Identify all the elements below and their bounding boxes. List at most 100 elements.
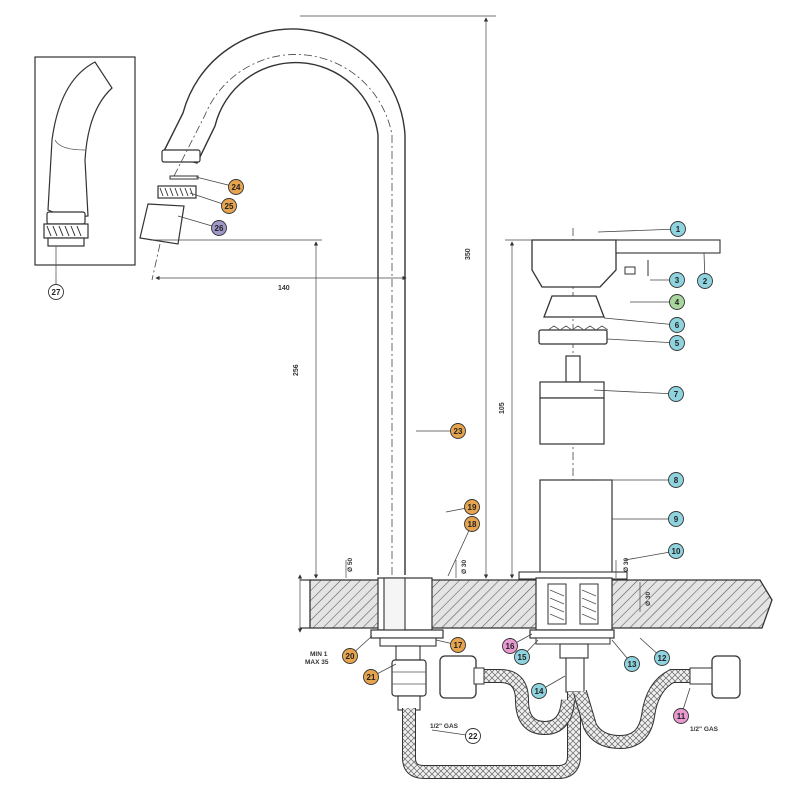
- callout-13: 13: [624, 656, 640, 672]
- label-gas-right: 1/2" GAS: [690, 726, 719, 733]
- callout-25: 25: [221, 198, 237, 214]
- dim-spout-reach: 140: [278, 285, 290, 292]
- callout-circle: [211, 220, 227, 236]
- dim-outlet-height: 256: [293, 364, 300, 376]
- callout-label: 15: [518, 653, 527, 662]
- callout-5: 5: [669, 335, 685, 351]
- spout-lock-nut: [391, 659, 427, 697]
- inset-aerator: [43, 211, 89, 247]
- handle-ring: [538, 329, 608, 345]
- callout-2: 2: [697, 273, 713, 289]
- callout-label: 6: [675, 321, 680, 330]
- callout-label: 9: [674, 515, 679, 524]
- countertop: [300, 577, 773, 639]
- part-callouts: 1234567891011121314151617181920212223242…: [48, 179, 713, 744]
- label-gas-left: 1/2" GAS: [430, 723, 459, 730]
- callout-label: 8: [674, 476, 679, 485]
- spout: [161, 28, 406, 575]
- callout-20: 20: [342, 648, 358, 664]
- callout-label: 4: [675, 298, 680, 307]
- callout-circle: [514, 649, 530, 665]
- callout-label: 24: [232, 183, 241, 192]
- callout-circle: [502, 638, 518, 654]
- callout-circle: [669, 317, 685, 333]
- handle-hole: [535, 577, 613, 631]
- callout-circle: [531, 683, 547, 699]
- callout-circle: [363, 669, 379, 685]
- callout-16: 16: [502, 638, 518, 654]
- callout-4: 4: [669, 294, 685, 310]
- handle-cap: [543, 295, 605, 318]
- dim-deck-max: MAX 35: [305, 659, 329, 666]
- callout-label: 12: [658, 654, 667, 663]
- callout-circle: [450, 637, 466, 653]
- callout-label: 25: [225, 202, 234, 211]
- callout-label: 2: [703, 277, 708, 286]
- spout-body: [161, 28, 406, 575]
- leader-5: [606, 338, 678, 344]
- callout-19: 19: [464, 499, 480, 515]
- callout-circle: [669, 294, 685, 310]
- callout-circle: [464, 516, 480, 532]
- callout-circle: [221, 198, 237, 214]
- callout-label: 7: [674, 390, 679, 399]
- leader-1: [597, 228, 679, 233]
- leader-7: [593, 389, 677, 395]
- callout-label: 13: [628, 660, 637, 669]
- callout-23: 23: [450, 423, 466, 439]
- dimension-lines: [150, 15, 641, 633]
- callout-label: 5: [675, 339, 680, 348]
- callout-label: 26: [215, 224, 224, 233]
- callout-circle: [673, 708, 689, 724]
- callout-24: 24: [228, 179, 244, 195]
- handle-arm: [615, 239, 721, 254]
- spout-outlet: [161, 149, 201, 163]
- braided-hoses: [402, 655, 741, 779]
- callout-circle: [670, 221, 686, 237]
- callout-15: 15: [514, 649, 530, 665]
- callout-circle: [450, 423, 466, 439]
- handle-assembly: [518, 228, 721, 580]
- callout-10: 10: [668, 543, 684, 559]
- dim-clearance-b: Ø 30: [461, 560, 468, 574]
- callout-label: 16: [506, 642, 515, 651]
- cartridge: [539, 397, 605, 445]
- callout-circle: [624, 656, 640, 672]
- hose-main: [403, 692, 580, 778]
- callout-label: 22: [469, 732, 478, 741]
- callout-circle: [697, 273, 713, 289]
- callout-18: 18: [464, 516, 480, 532]
- callout-circle: [668, 472, 684, 488]
- callout-17: 17: [450, 637, 466, 653]
- callout-label: 11: [677, 712, 686, 721]
- dim-total-height: 350: [465, 248, 472, 260]
- dimension-texts: 350 256 140 105 Ø 50 Ø 30 Ø 30 Ø 30 MIN …: [278, 248, 719, 733]
- callout-label: 10: [672, 547, 681, 556]
- callout-circle: [668, 386, 684, 402]
- callout-circle: [342, 648, 358, 664]
- callout-circle: [669, 272, 685, 288]
- callout-circle: [654, 650, 670, 666]
- dim-handle-base: Ø 30: [623, 558, 630, 572]
- callout-circle: [669, 335, 685, 351]
- connector-left: [439, 655, 477, 699]
- handle-tail: [565, 657, 585, 693]
- hose-right: [574, 670, 690, 749]
- callout-9: 9: [668, 511, 684, 527]
- callout-label: 17: [454, 641, 463, 650]
- callout-22: 22: [465, 728, 481, 744]
- callout-label: 20: [346, 652, 355, 661]
- callout-21: 21: [363, 669, 379, 685]
- callout-3: 3: [669, 272, 685, 288]
- inset-detail: [34, 56, 136, 284]
- callout-26: 26: [211, 220, 227, 236]
- callout-label: 3: [675, 276, 680, 285]
- callout-label: 23: [454, 427, 463, 436]
- callout-27: 27: [48, 284, 64, 300]
- callout-circle: [465, 728, 481, 744]
- spout-centerline: [172, 54, 393, 575]
- leader-18: [447, 523, 473, 577]
- callout-circle: [668, 511, 684, 527]
- handle-body: [539, 479, 613, 576]
- callout-label: 19: [468, 503, 477, 512]
